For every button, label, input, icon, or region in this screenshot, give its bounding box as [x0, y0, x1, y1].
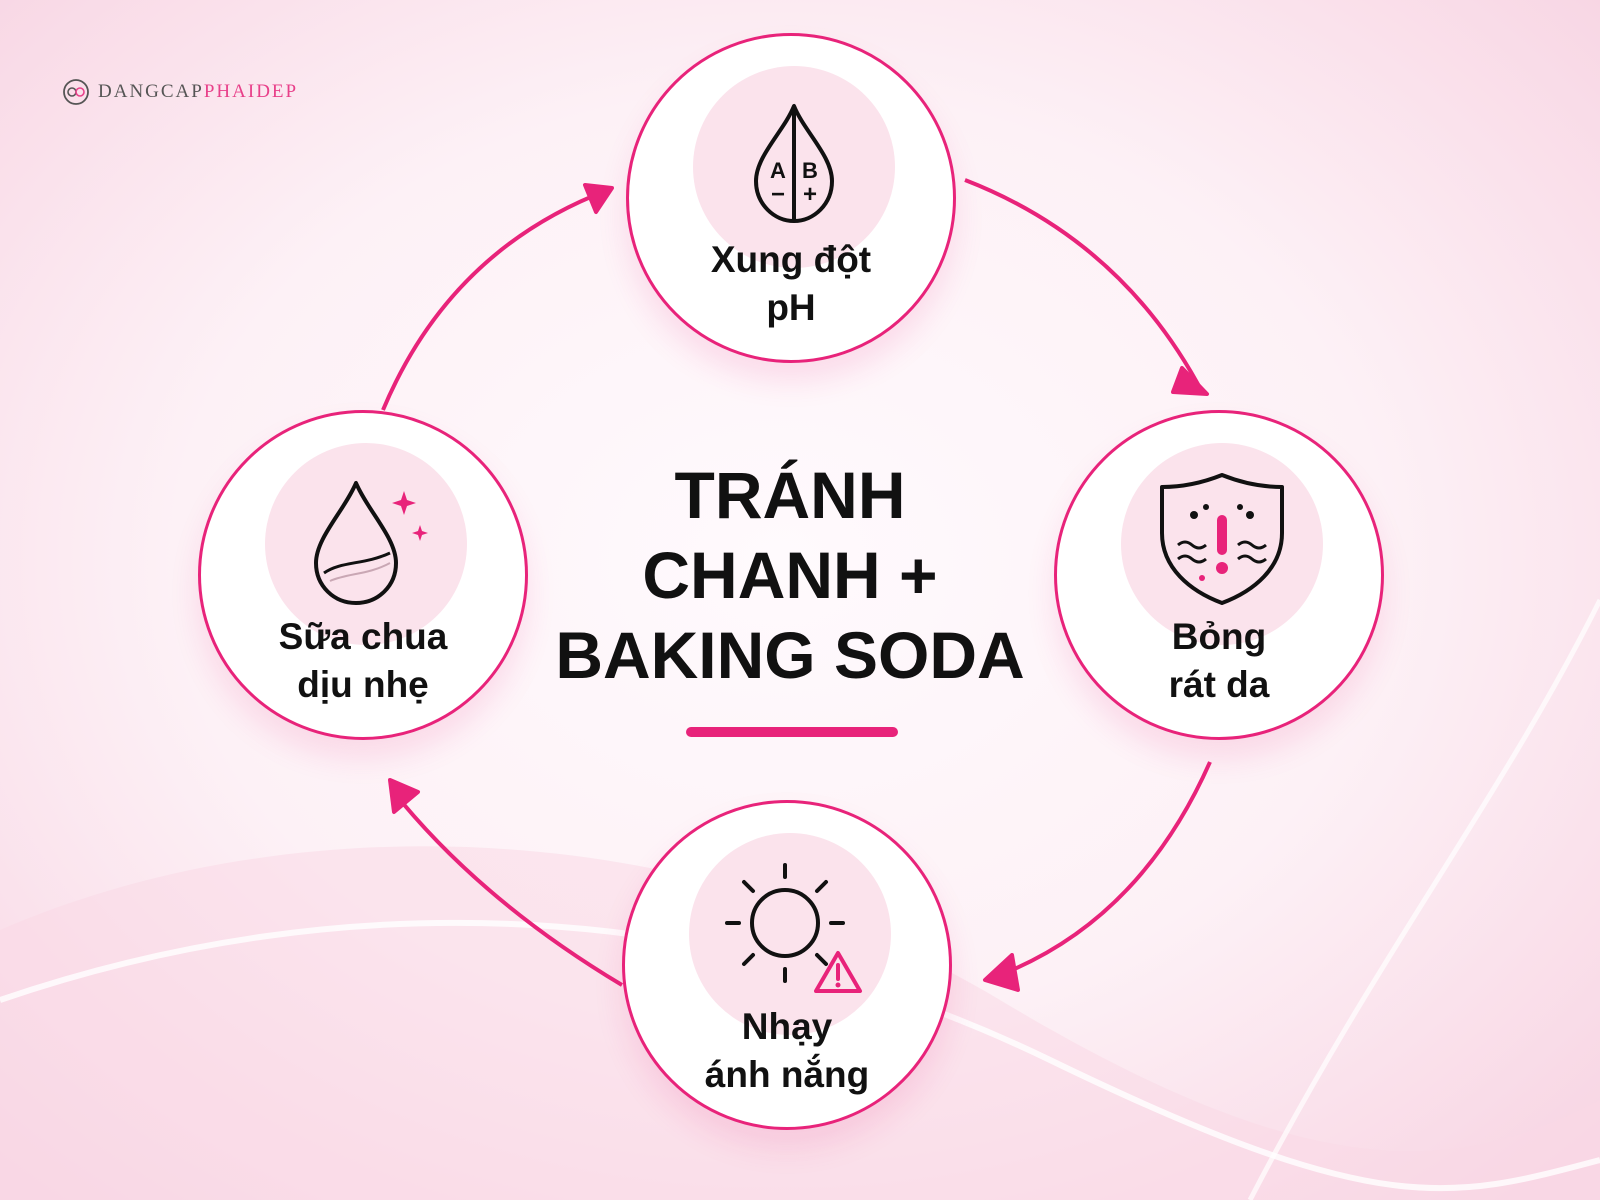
center-title: TRÁNH CHANH + BAKING SODA [555, 458, 1025, 692]
drop-label-b: B [802, 158, 818, 183]
arrow-right-to-bottom [999, 761, 1212, 977]
ph-drop-icon: A − B + [754, 104, 834, 223]
node-sun-sensitivity: Nhạy ánh nắng [622, 800, 952, 1130]
node-label: Xung đột pH [710, 239, 872, 328]
sparkle-drop-icon [314, 481, 428, 605]
node-label: Sữa chua dịu nhẹ [278, 616, 448, 705]
node-label: Nhạy ánh nắng [704, 1006, 870, 1095]
shield-warning-icon [1160, 473, 1284, 605]
brand-logo[interactable]: DANGCAPPHAIDEP [62, 78, 298, 106]
arrow-left-to-top [381, 188, 609, 411]
arrowhead-left [388, 778, 420, 814]
icon-halo [265, 443, 467, 645]
logo-text-part2: PHAIDEP [203, 81, 299, 102]
arrow-top-to-right [964, 178, 1202, 389]
arrowhead-top [583, 183, 614, 214]
node-label: Bỏng rát da [1168, 616, 1270, 705]
logo-text-part1: DANGCAP [98, 81, 204, 102]
node-skin-burn: Bỏng rát da [1054, 410, 1384, 740]
sun-warning-icon [725, 863, 862, 993]
title-underline [686, 727, 898, 737]
logo-text: DANGCAPPHAIDEP [98, 81, 298, 103]
icon-halo [689, 833, 891, 1035]
drop-sign-plus: + [803, 181, 817, 208]
arrowhead-right [1171, 366, 1209, 396]
arrowhead-bottom [983, 953, 1020, 992]
drop-label-a: A [770, 158, 786, 183]
logo-icon [63, 79, 89, 105]
node-gentle-yogurt: Sữa chua dịu nhẹ [198, 410, 528, 740]
node-ph-conflict: A − B + Xung đột pH [626, 33, 956, 363]
drop-sign-minus: − [771, 181, 785, 208]
arrow-bottom-to-left [390, 788, 624, 987]
